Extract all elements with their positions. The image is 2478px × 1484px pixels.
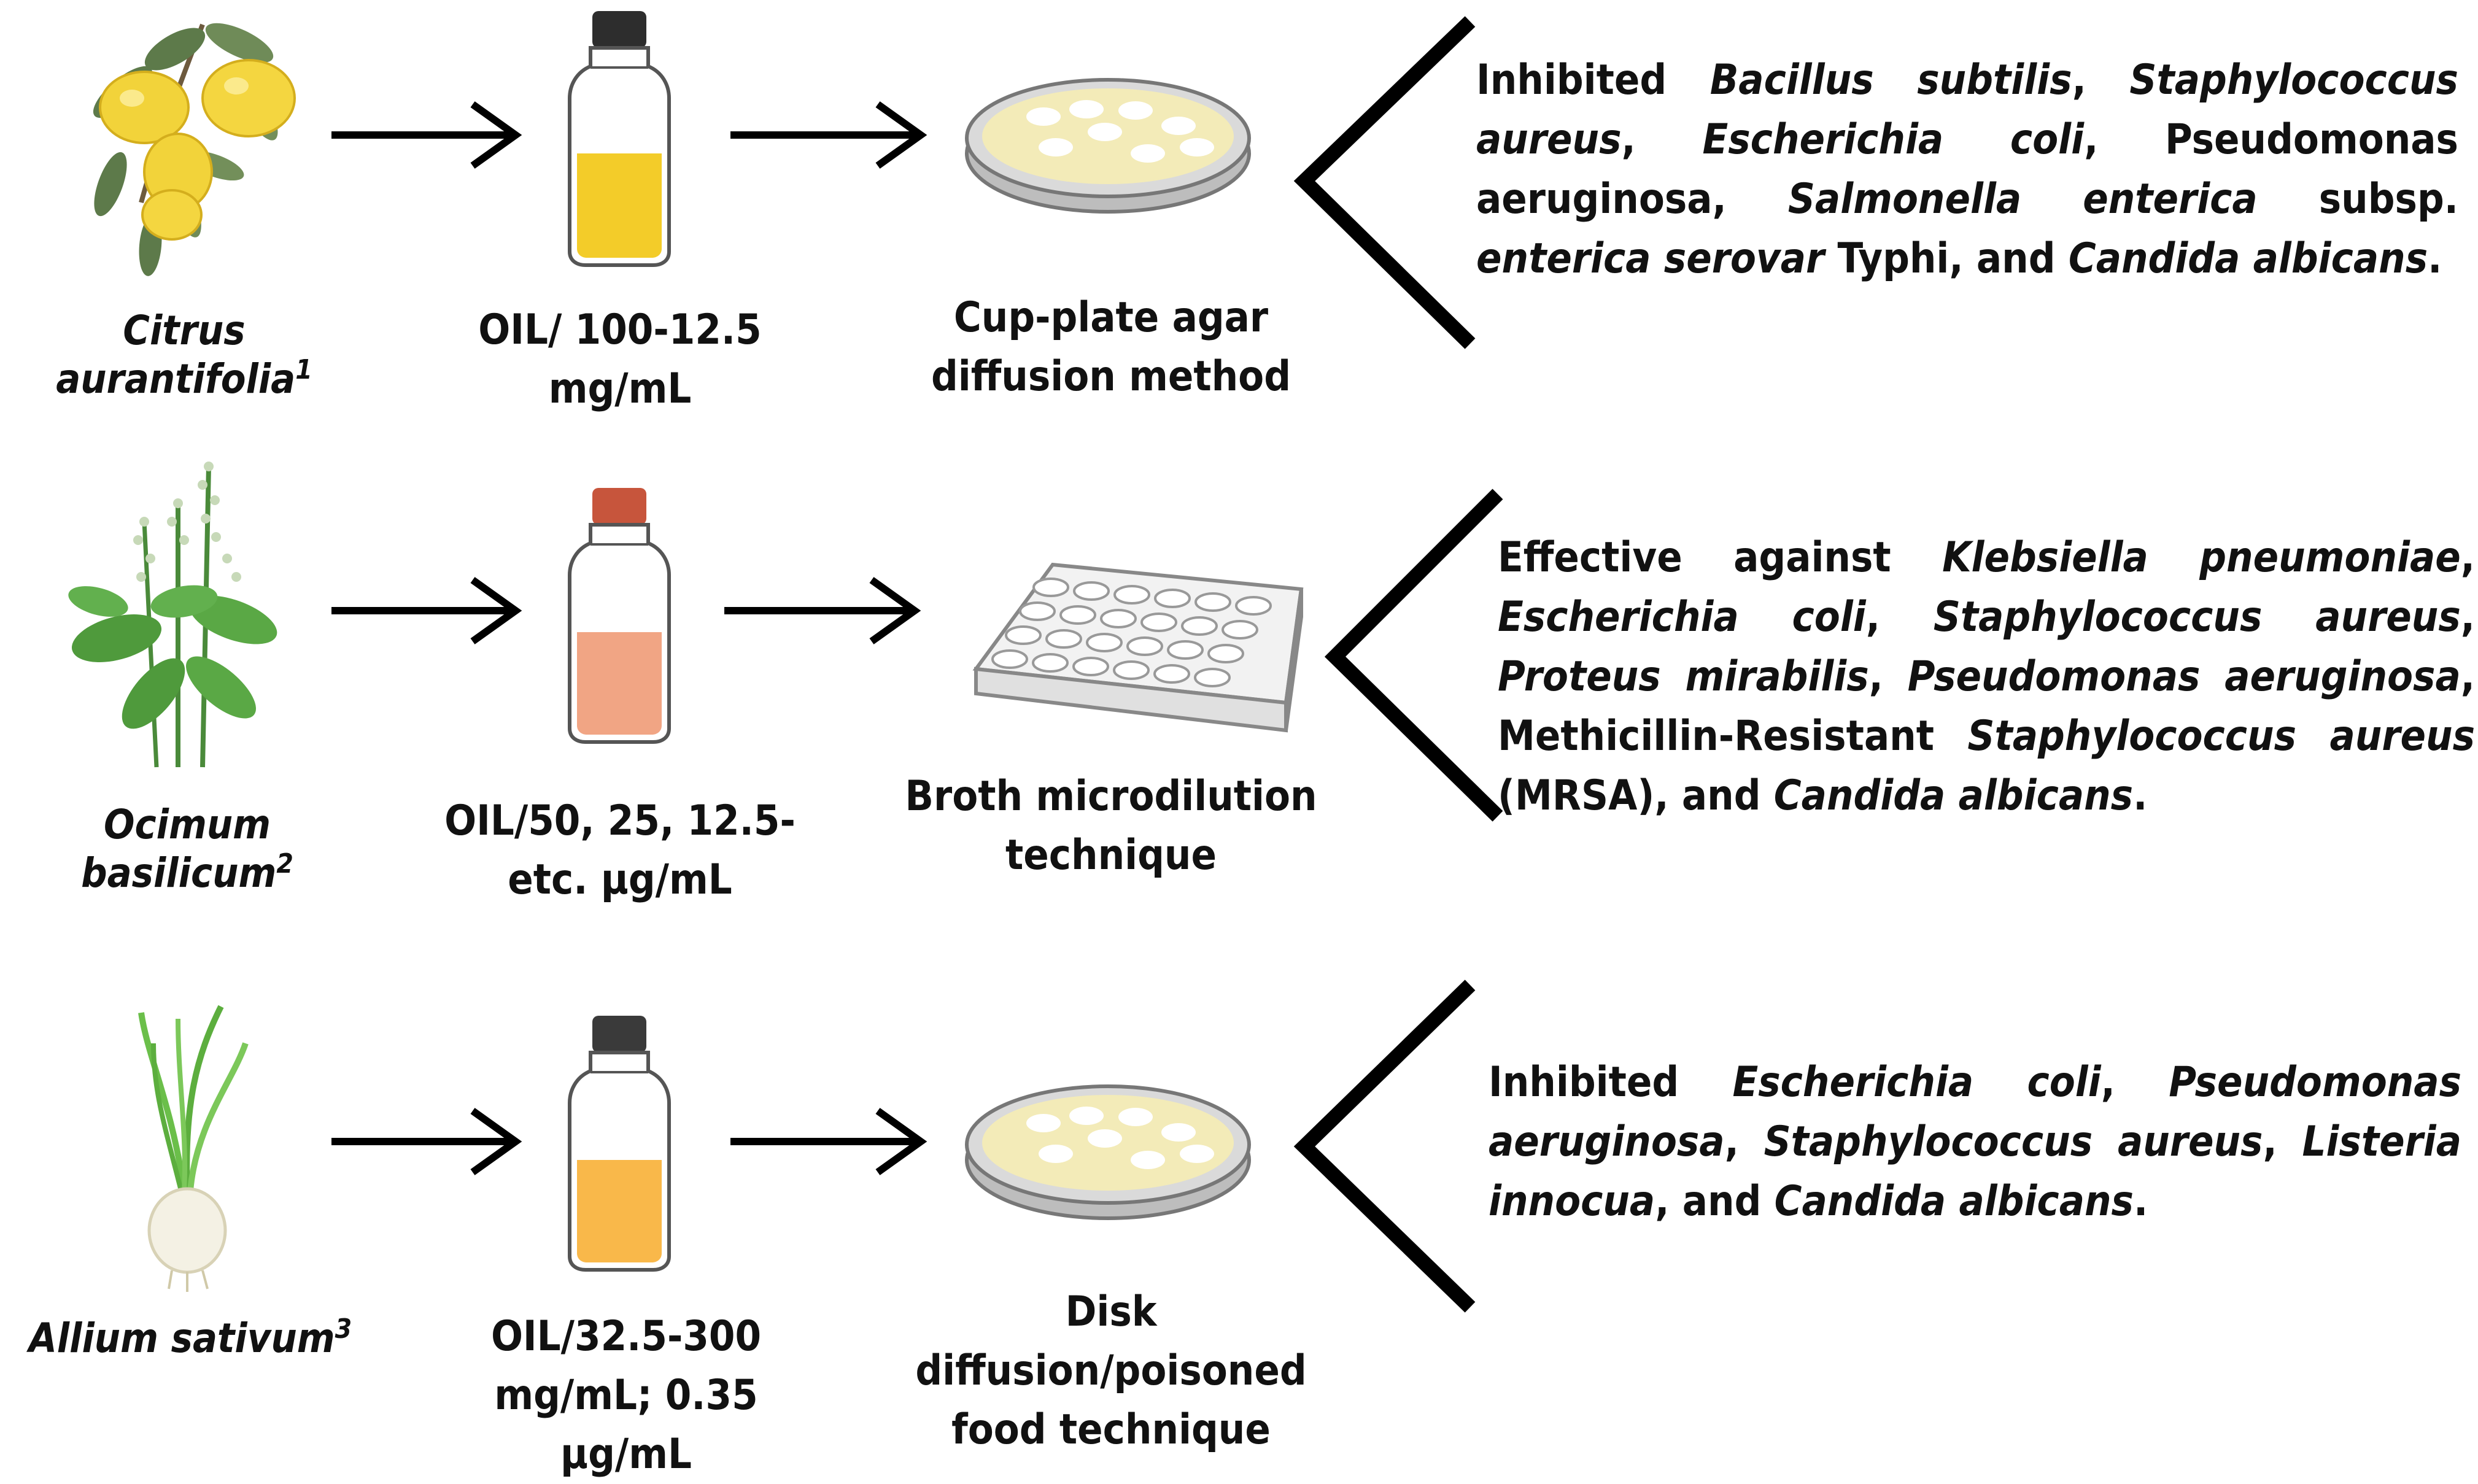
result-text-segment: (MRSA), and <box>1498 771 1774 820</box>
species-name: Escherichia coli <box>1498 593 1866 641</box>
species-name: Proteus mirabilis <box>1498 652 1869 701</box>
result-text-row2: Effective against Klebsiella pneumoniae,… <box>1498 528 2475 825</box>
species-name: Pseudomonas aeruginosa <box>1489 1058 2461 1166</box>
result-text-segment: , <box>2100 1058 2169 1107</box>
result-text-segment: , <box>2263 1118 2302 1166</box>
species-name: Candida albicans <box>2068 234 2428 283</box>
oil-label-row1: OIL/ 100-12.5 mg/mL <box>467 301 773 419</box>
result-text-segment: , and <box>1655 1177 1775 1226</box>
lemon-branch-image <box>93 23 296 276</box>
species-name: Pseudomonas aeruginosa <box>1907 652 2461 701</box>
species-name: Escherichia coli <box>1732 1058 2101 1107</box>
result-text-segment: . <box>2428 234 2442 283</box>
method-label-row2: Broth microdilution technique <box>896 767 1326 885</box>
method-line1: Disk diffusion/poisoned <box>915 1288 1307 1395</box>
result-text-segment: . <box>2133 771 2148 820</box>
oil-concentration-line1: OIL/32.5-300 <box>490 1312 762 1361</box>
petri-dish-icon-row1 <box>965 78 1251 214</box>
species-name: Bacillus subtilis <box>1709 56 2072 104</box>
method-line2: technique <box>1005 831 1217 879</box>
allium-plant-image <box>138 1005 249 1292</box>
species-name: Staphylococcus aureus <box>1933 593 2461 641</box>
species-name: Staphylococcus aureus <box>1764 1118 2263 1166</box>
flow-arrow-row2-a <box>331 577 522 644</box>
result-text-segment: Effective against <box>1498 533 1943 582</box>
oil-concentration-line1: OIL/ 100-12.5 <box>478 306 762 354</box>
result-text-row3: Inhibited Escherichia coli, Pseudomonas … <box>1489 1053 2461 1231</box>
method-line2: diffusion method <box>931 352 1291 401</box>
basil-plant-image <box>68 462 277 768</box>
reference-number: 3 <box>335 1313 352 1345</box>
result-text-segment: , <box>2460 593 2475 641</box>
flow-arrow-row3-b <box>730 1108 927 1175</box>
plant-name: Ocimum basilicum <box>81 801 277 897</box>
flow-arrow-row2-b <box>724 577 921 644</box>
oil-concentration-line2: etc. μg/mL <box>508 856 732 904</box>
oil-concentration-line1: OIL/50, 25, 12.5- <box>444 797 796 845</box>
oil-vial-icon-row3 <box>568 1016 671 1272</box>
result-text-segment: , <box>2072 56 2130 104</box>
result-text-segment: , Methicillin-Resistant <box>1498 652 2475 760</box>
plant-label-row3: Allium sativum3 <box>0 1313 381 1362</box>
result-text-row1: Inhibited Bacillus subtilis, Staphylococ… <box>1476 50 2458 288</box>
species-name: enterica serovar <box>1476 234 1825 283</box>
result-text-segment: , <box>1868 652 1908 701</box>
result-text-segment: Inhibited <box>1476 56 1710 104</box>
result-text-segment: , <box>1724 1118 1764 1166</box>
species-name: Candida albicans <box>1773 771 2134 820</box>
result-text-segment: . <box>2133 1177 2148 1226</box>
species-name: Listeria innocua <box>1489 1118 2461 1226</box>
oil-concentration-line2: mg/mL <box>548 365 692 413</box>
result-text-segment: , <box>2460 533 2475 582</box>
result-text-segment: Inhibited <box>1489 1058 1733 1107</box>
result-text-segment: Typhi, and <box>1824 234 2069 283</box>
diagram-graphics <box>68 11 1503 1313</box>
result-text-segment: , <box>1865 593 1934 641</box>
oil-label-row3: OIL/32.5-300 mg/mL; 0.35 μg/mL <box>436 1307 816 1484</box>
reference-number: 1 <box>295 354 312 385</box>
method-line2: food technique <box>951 1405 1271 1454</box>
oil-concentration-line2: mg/mL; 0.35 μg/mL <box>494 1371 758 1478</box>
flow-arrow-row1-b <box>730 101 927 169</box>
flow-arrow-row1-a <box>331 101 522 169</box>
plant-label-row2: Ocimum basilicum2 <box>0 801 374 897</box>
diagram-canvas: Citrus aurantifolia1 OIL/ 100-12.5 mg/mL… <box>0 11 2475 1478</box>
oil-label-row2: OIL/50, 25, 12.5- etc. μg/mL <box>442 792 798 910</box>
flow-arrow-row3-a <box>331 1108 522 1175</box>
method-line1: Broth microdilution <box>905 772 1317 821</box>
reference-number: 2 <box>276 848 293 879</box>
petri-dish-icon-row3 <box>965 1084 1251 1220</box>
result-text-segment: subsp. <box>2257 175 2458 223</box>
bracket-row3 <box>1293 980 1476 1313</box>
species-name: Staphylococcus aureus <box>1967 712 2475 760</box>
bracket-row2 <box>1324 489 1503 822</box>
plant-label-row1: Citrus aurantifolia1 <box>0 307 368 403</box>
oil-vial-icon-row1 <box>568 11 671 267</box>
method-line1: Cup-plate agar <box>953 293 1269 342</box>
species-name: Salmonella enterica <box>1787 175 2258 223</box>
species-name: Staphylococcus aureus <box>1476 56 2458 164</box>
method-label-row1: Cup-plate agar diffusion method <box>921 288 1301 406</box>
species-name: Candida albicans <box>1774 1177 2134 1226</box>
bracket-row1 <box>1293 16 1476 349</box>
result-text-segment: , <box>1621 115 1703 164</box>
microplate-icon-row2 <box>972 562 1304 733</box>
plant-name: Citrus aurantifolia <box>56 307 296 403</box>
species-name: Klebsiella pneumoniae <box>1942 533 2461 582</box>
method-label-row3: Disk diffusion/poisoned food technique <box>884 1283 1338 1459</box>
plant-name: Allium sativum <box>28 1315 335 1362</box>
result-text-segment: , Pseudomonas aeruginosa, <box>1476 115 2458 223</box>
species-name: Escherichia coli <box>1702 115 2085 164</box>
oil-vial-icon-row2 <box>568 488 671 744</box>
